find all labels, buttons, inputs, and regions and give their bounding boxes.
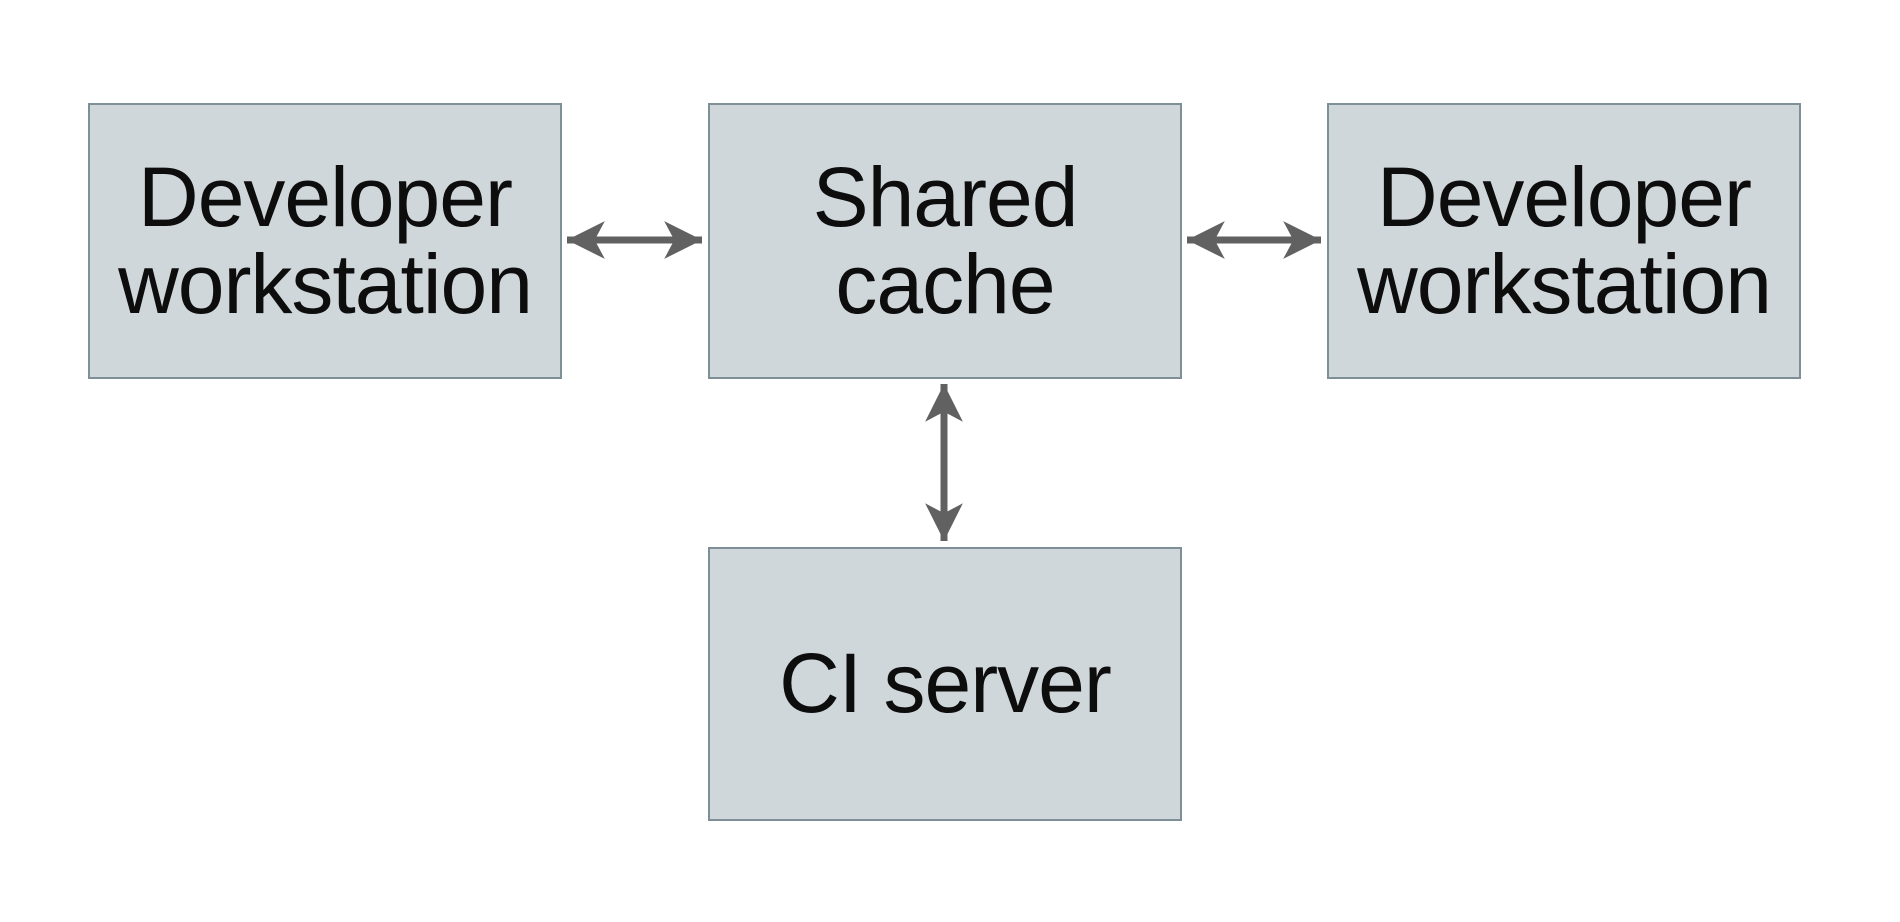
node-label-developer-workstation-left: Developer workstation <box>118 149 533 331</box>
node-label-developer-workstation-right: Developer workstation <box>1357 149 1772 331</box>
node-label-ci-server: CI server <box>779 636 1112 731</box>
node-shared-cache: Shared cache <box>708 103 1182 379</box>
node-developer-workstation-left: Developer workstation <box>88 103 562 379</box>
node-label-shared-cache: Shared cache <box>812 149 1079 331</box>
node-ci-server: CI server <box>708 547 1182 821</box>
node-developer-workstation-right: Developer workstation <box>1327 103 1801 379</box>
